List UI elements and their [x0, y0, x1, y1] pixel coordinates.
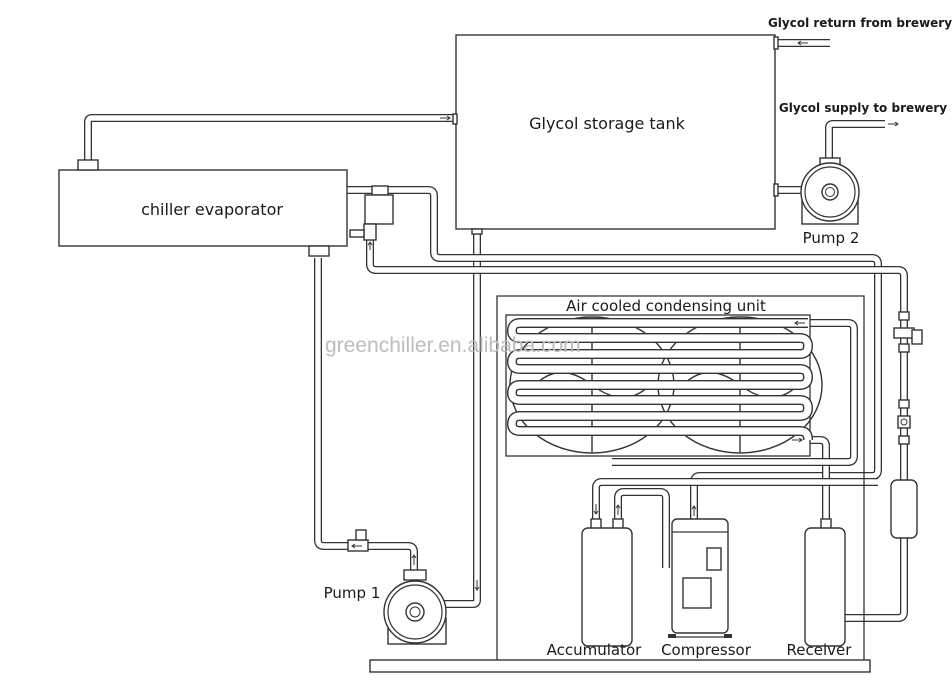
glycol-storage-tank: Glycol storage tank	[452, 34, 779, 235]
arrow-right-icon	[440, 115, 451, 121]
pump2-label: Pump 2	[803, 229, 860, 247]
arrow-up-icon	[615, 504, 621, 515]
pipe-tank-to-pump1	[420, 230, 481, 608]
arrow-down-icon	[474, 580, 480, 591]
receiver: Receiver	[787, 518, 853, 659]
glycol-supply-label: Glycol supply to brewery	[779, 101, 947, 115]
arrow-right-icon	[792, 437, 803, 443]
arrow-up-icon	[367, 241, 373, 250]
accumulator-label: Accumulator	[547, 641, 643, 659]
liquid-line-components	[890, 311, 923, 539]
arrow-left-icon	[794, 320, 805, 326]
arrow-left-icon	[351, 543, 362, 549]
evaporator-label: chiller evaporator	[141, 200, 283, 219]
condenser-coil	[507, 316, 823, 454]
arrow-left-icon	[797, 40, 808, 46]
accumulator: Accumulator	[547, 518, 643, 659]
pipe-pump1-to-evaporator	[314, 258, 418, 570]
pipes	[84, 39, 908, 622]
pipe-evaporator-to-tank	[84, 114, 457, 162]
flow-arrows	[351, 40, 899, 591]
solenoid-fitting	[898, 311, 910, 321]
arrow-down-icon	[593, 504, 599, 515]
solenoid-valve	[893, 327, 915, 339]
condensing-unit-label: Air cooled condensing unit	[566, 297, 766, 315]
receiver-label: Receiver	[787, 641, 853, 659]
expansion-valve	[349, 185, 394, 241]
pipe-to-accumulator	[592, 478, 878, 520]
watermark: greenchiller.en.alibaba.com	[325, 334, 581, 357]
compressor-label: Compressor	[661, 641, 752, 659]
pump1-label: Pump 1	[324, 584, 381, 602]
arrow-right-icon	[888, 121, 899, 127]
chiller-evaporator: chiller evaporator	[58, 159, 348, 257]
arrow-up-icon	[691, 505, 697, 516]
sight-glass	[897, 415, 911, 429]
storage-tank-label: Glycol storage tank	[529, 114, 686, 133]
pump-2: Pump 2	[800, 157, 860, 247]
arrow-up-icon	[411, 554, 417, 565]
pipe-glycol-supply	[825, 120, 885, 160]
compressor: Compressor	[661, 518, 752, 659]
filter-drier	[890, 479, 918, 539]
glycol-return-label: Glycol return from brewery	[768, 16, 952, 30]
